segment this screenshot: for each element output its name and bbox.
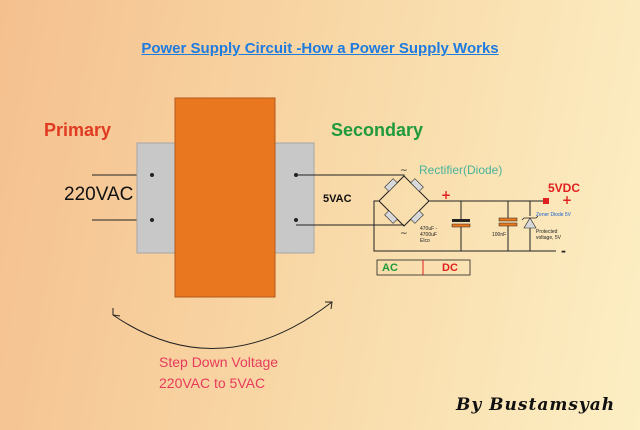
step-down-line1: Step Down Voltage	[159, 354, 279, 370]
step-down-arc	[112, 301, 333, 349]
output-ac-voltage-label: 5VAC	[323, 193, 352, 205]
cap1-plate-top	[452, 219, 470, 222]
tilde-top: ~	[400, 166, 408, 176]
output-plus: +	[562, 193, 572, 207]
output-dc-label: 5VDC	[548, 181, 581, 195]
output-minus: -	[561, 244, 566, 258]
plus-sign: +	[441, 188, 451, 202]
input-voltage-label: 220VAC	[64, 184, 134, 205]
cap2-plate-top	[498, 217, 518, 222]
diode-3	[384, 210, 398, 224]
cap2-plate-bottom	[498, 222, 518, 227]
zener-note: Protected voltage, 5V	[536, 229, 562, 241]
rectifier-label: Rectifier(Diode)	[419, 163, 503, 177]
zener-body	[523, 217, 537, 229]
ac-label: AC	[382, 262, 398, 274]
primary-terminal-bottom	[150, 218, 154, 222]
arc-arrow-left	[112, 308, 121, 317]
diode-2	[410, 178, 424, 192]
page-title: Power Supply Circuit -How a Power Supply…	[141, 40, 499, 57]
arc-arrow-right	[325, 301, 333, 310]
secondary-winding	[273, 142, 315, 254]
negative-rail	[373, 200, 556, 252]
output-terminal-positive	[543, 198, 549, 204]
capacitor2-label: 100nF	[492, 232, 507, 238]
transformer-core	[174, 97, 276, 298]
dc-label: DC	[442, 262, 458, 274]
zener-label: Zener Diode 5V	[536, 212, 572, 218]
zener-bar	[521, 215, 539, 221]
step-down-line2: 220VAC to 5VAC	[159, 375, 266, 391]
author-signature: By Bustamsyah	[456, 395, 616, 415]
secondary-label: Secondary	[331, 120, 424, 140]
primary-label: Primary	[44, 120, 112, 140]
capacitor1-label: 470uF - 4700uF Elco	[420, 226, 438, 244]
cap1-plate-bottom	[451, 223, 471, 228]
diode-4	[410, 210, 424, 224]
bridge-rectifier	[378, 175, 430, 227]
primary-terminal-top	[150, 173, 154, 177]
secondary-terminal-bottom	[294, 218, 298, 222]
tilde-bottom: ~	[400, 229, 408, 239]
diode-1	[384, 178, 398, 192]
primary-winding	[136, 142, 178, 254]
